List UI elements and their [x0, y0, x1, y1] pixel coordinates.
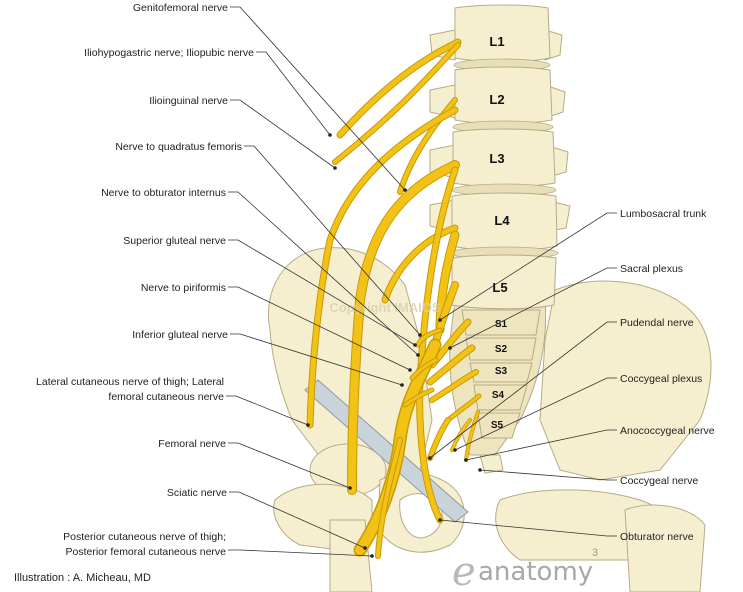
label-pudendal-nerve: Pudendal nerve	[620, 317, 694, 329]
leader-lines	[226, 6, 617, 558]
vertebra-label-l4: L4	[494, 213, 510, 228]
vertebra-label-s3: S3	[495, 366, 508, 377]
vertebra-label-s5: S5	[491, 420, 504, 431]
label-nerve-to-obturator-internus: Nerve to obturator internus	[101, 187, 226, 199]
label-lumbosacral-trunk: Lumbosacral trunk	[620, 208, 707, 220]
label-nerve-to-piriformis: Nerve to piriformis	[141, 282, 226, 294]
label-anococcygeal-nerve: Anococcygeal nerve	[620, 425, 715, 437]
logo-text: anatomy	[478, 557, 593, 587]
e-anatomy-logo: e anatomy 3	[452, 547, 598, 592]
vertebra-label-l1: L1	[489, 34, 504, 49]
label-sciatic-nerve: Sciatic nerve	[167, 487, 227, 499]
logo-mark: e	[452, 549, 476, 592]
label-femoral-nerve: Femoral nerve	[158, 438, 226, 450]
vertebra-label-l2: L2	[489, 92, 504, 107]
vertebra-label-s1: S1	[495, 319, 508, 330]
vertebra-label-l5: L5	[492, 280, 507, 295]
label-obturator-nerve: Obturator nerve	[620, 531, 694, 543]
label-lateral-cutaneous-nerve-2: femoral cutaneous nerve	[108, 391, 224, 403]
label-genitofemoral-nerve: Genitofemoral nerve	[133, 2, 228, 14]
label-nerve-to-quadratus-femoris: Nerve to quadratus femoris	[115, 141, 242, 153]
label-posterior-cutaneous-nerve-2: Posterior femoral cutaneous nerve	[66, 546, 227, 558]
label-lateral-cutaneous-nerve-1: Lateral cutaneous nerve of thigh; Latera…	[36, 376, 224, 388]
labels-right: Lumbosacral trunk Sacral plexus Pudendal…	[620, 208, 715, 543]
vertebra-label-s2: S2	[495, 344, 508, 355]
label-inferior-gluteal-nerve: Inferior gluteal nerve	[132, 329, 228, 341]
illustration-credit: Illustration : A. Micheau, MD	[14, 572, 151, 584]
nerves	[306, 38, 482, 559]
label-coccygeal-nerve: Coccygeal nerve	[620, 475, 698, 487]
labels-left: Genitofemoral nerve Iliohypogastric nerv…	[36, 2, 254, 558]
label-ilioinguinal-nerve: Ilioinguinal nerve	[149, 95, 228, 107]
label-iliohypogastric-nerve: Iliohypogastric nerve; Iliopubic nerve	[84, 47, 254, 59]
label-sacral-plexus: Sacral plexus	[620, 263, 683, 275]
watermark: Copyright IMAIOS	[329, 300, 441, 315]
vertebra-label-s4: S4	[492, 390, 505, 401]
label-posterior-cutaneous-nerve-1: Posterior cutaneous nerve of thigh;	[63, 531, 226, 543]
label-superior-gluteal-nerve: Superior gluteal nerve	[123, 235, 226, 247]
logo-page-number: 3	[592, 547, 598, 559]
vertebra-label-l3: L3	[489, 151, 504, 166]
label-coccygeal-plexus: Coccygeal plexus	[620, 373, 702, 385]
